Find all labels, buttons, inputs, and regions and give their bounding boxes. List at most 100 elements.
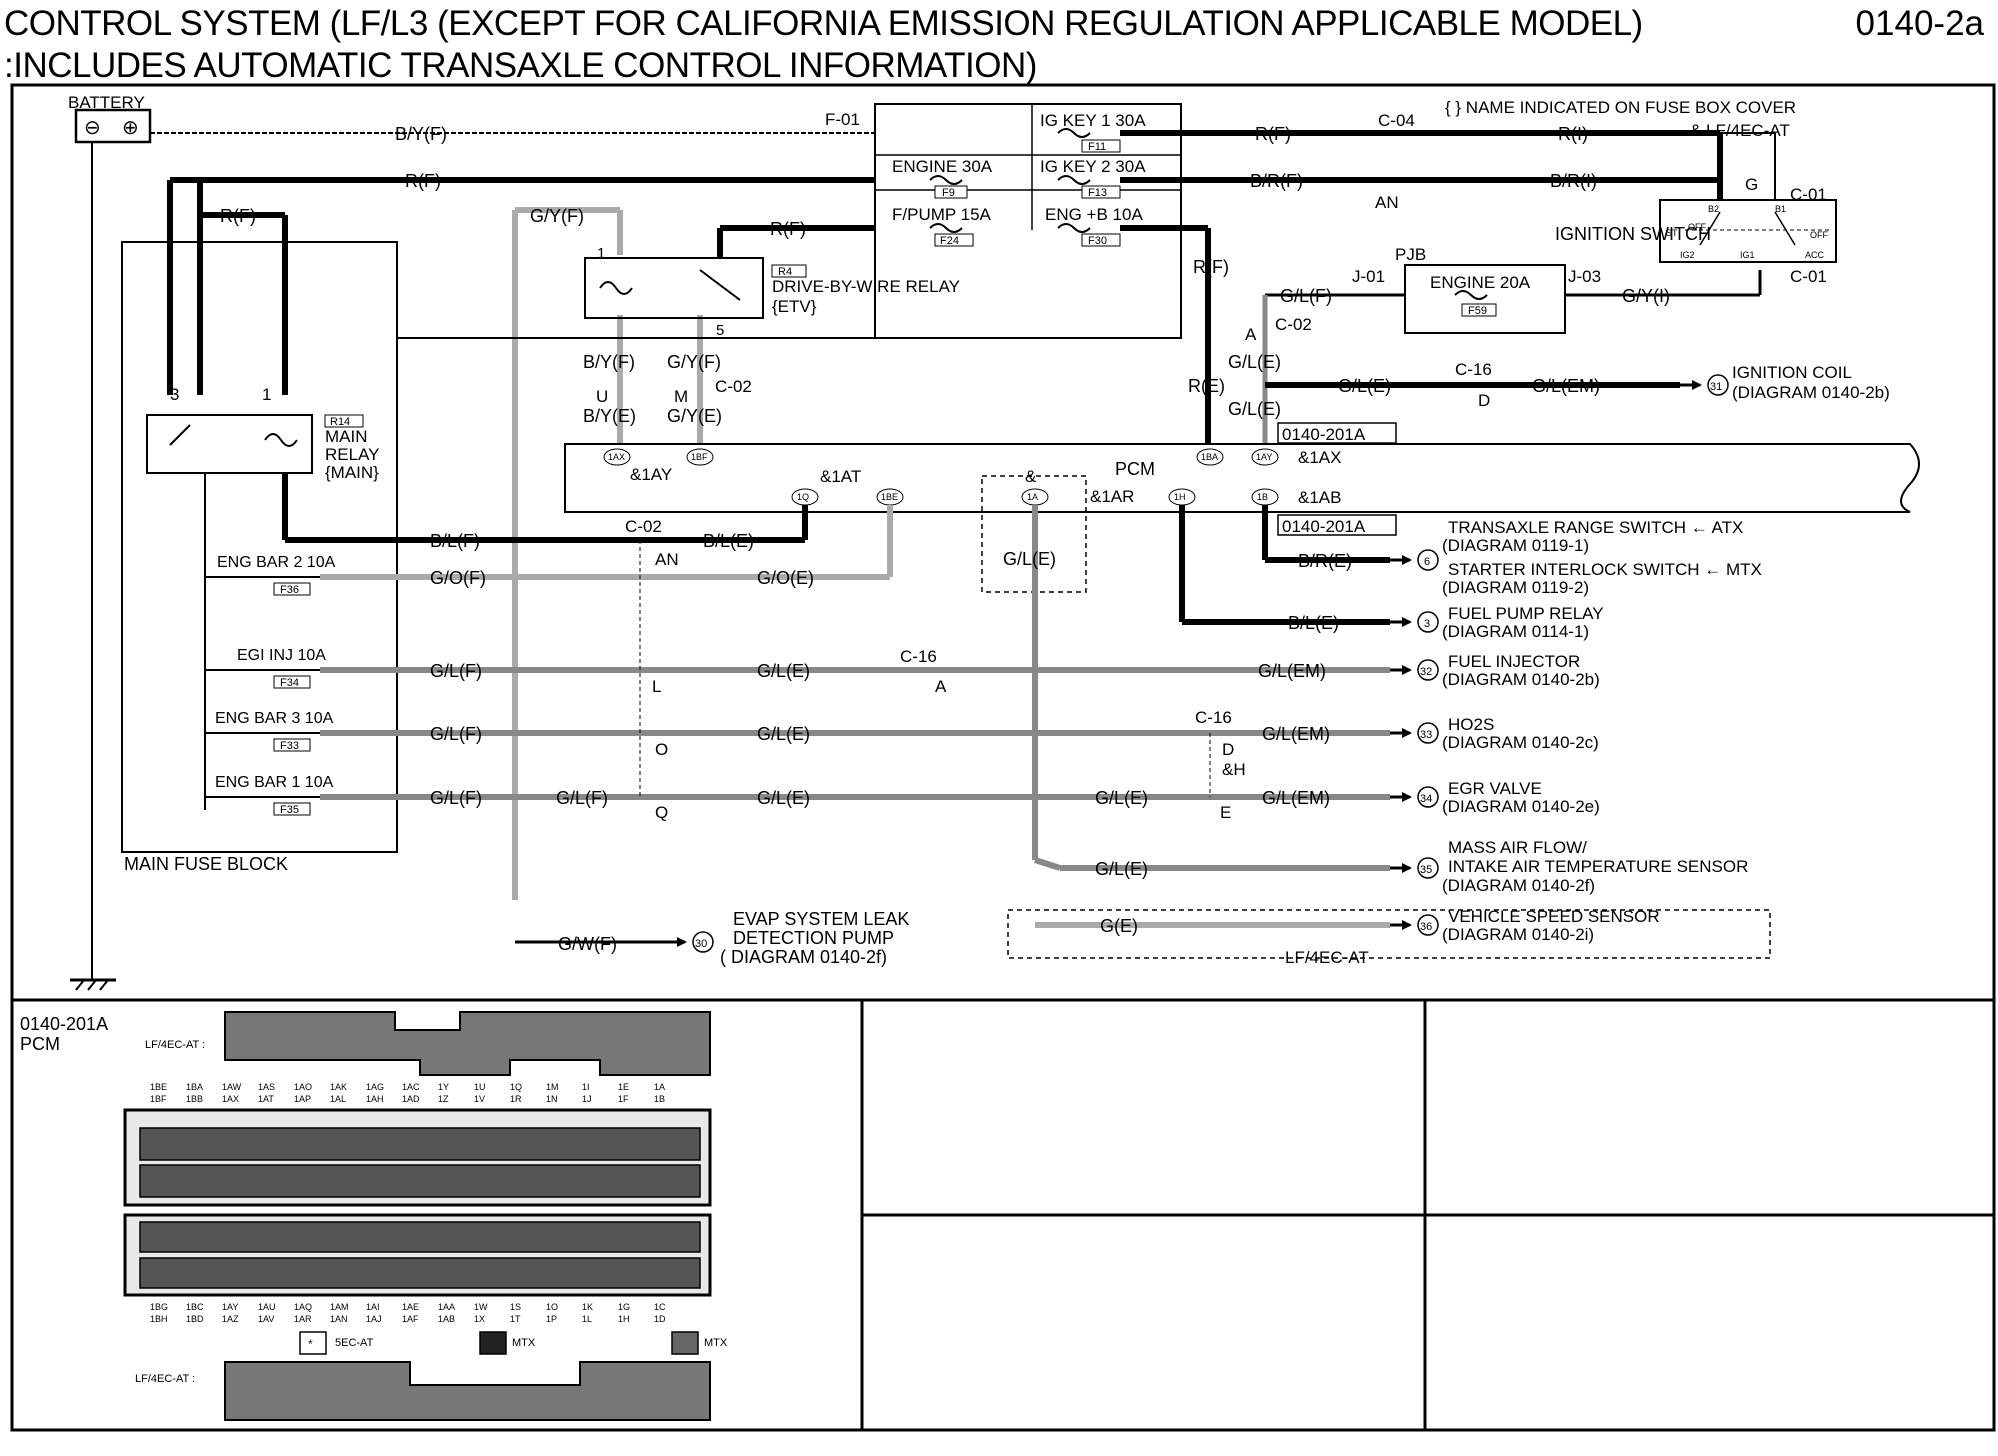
svg-text:F24: F24: [940, 235, 959, 247]
svg-text:LF/4EC-AT :: LF/4EC-AT :: [145, 1039, 205, 1051]
svg-text:ENG +B 10A: ENG +B 10A: [1045, 205, 1143, 224]
svg-text:1AD: 1AD: [402, 1094, 420, 1104]
svg-text:BATTERY: BATTERY: [68, 93, 145, 112]
svg-text:G: G: [1745, 175, 1758, 194]
svg-text:1BA: 1BA: [186, 1082, 203, 1092]
svg-text:B1: B1: [1775, 204, 1786, 214]
svg-text:1AC: 1AC: [402, 1082, 420, 1092]
destination-egr-valve: 34 EGR VALVE (DIAGRAM 0140-2e): [1417, 779, 1600, 816]
svg-text:1AZ: 1AZ: [222, 1314, 239, 1324]
pcm-pin-markers: 1AX 1BF 1Q 1BE 1A 1H 1B 1BA 1AY: [603, 448, 1279, 506]
svg-text:IG2: IG2: [1680, 250, 1695, 260]
svg-text:1H: 1H: [1174, 492, 1186, 502]
svg-text:G/L(F): G/L(F): [430, 788, 482, 808]
svg-text:R(F): R(F): [220, 206, 256, 226]
svg-text:G/L(E): G/L(E): [1338, 376, 1391, 396]
svg-text:F33: F33: [280, 740, 299, 752]
svg-text:B/R(I): B/R(I): [1550, 171, 1597, 191]
svg-text:G/L(E): G/L(E): [757, 788, 810, 808]
svg-text:1BA: 1BA: [1201, 452, 1218, 462]
svg-text:MAIN FUSE BLOCK: MAIN FUSE BLOCK: [124, 854, 288, 874]
svg-text:G/Y(I): G/Y(I): [1622, 286, 1670, 306]
svg-text:F36: F36: [280, 584, 299, 596]
svg-text:*: *: [308, 1337, 313, 1351]
svg-text:G/L(E): G/L(E): [1003, 549, 1056, 569]
svg-text:1AF: 1AF: [402, 1314, 419, 1324]
svg-text:VEHICLE SPEED SENSOR: VEHICLE SPEED SENSOR: [1448, 907, 1660, 926]
destination-arrows: [650, 380, 1702, 947]
ignition-switch: IGNITION SWITCH ST IG2 IG1 ACC OFF OFF B…: [1555, 199, 1837, 263]
svg-text:MTX: MTX: [704, 1337, 728, 1349]
svg-text:1A: 1A: [654, 1082, 665, 1092]
svg-text:G/O(F): G/O(F): [430, 568, 486, 588]
svg-text:(DIAGRAM 0119-1): (DIAGRAM 0119-1): [1442, 536, 1589, 555]
svg-text:0140-201A: 0140-201A: [20, 1014, 108, 1034]
svg-text:A: A: [935, 677, 947, 696]
svg-text:F9: F9: [942, 187, 955, 199]
svg-text:G/Y(E): G/Y(E): [667, 406, 722, 426]
svg-text:1Q: 1Q: [797, 492, 809, 502]
connector-pin-labels: 1BE 1BA 1AW 1AS 1AO 1AK 1AG 1AC 1Y 1U 1Q…: [150, 1082, 666, 1324]
svg-text:(DIAGRAM 0140-2b): (DIAGRAM 0140-2b): [1732, 383, 1890, 402]
svg-text:1BG: 1BG: [150, 1302, 168, 1312]
lower-wire-labels: B/L(F) B/L(E) G/O(F) G/O(E) G/L(E) B/R(E…: [430, 531, 1369, 967]
svg-text:1AM: 1AM: [330, 1302, 349, 1312]
svg-text:1S: 1S: [510, 1302, 521, 1312]
svg-text:IG1: IG1: [1740, 250, 1755, 260]
svg-text:G/L(F): G/L(F): [430, 724, 482, 744]
fuse-name-note: { } NAME INDICATED ON FUSE BOX COVER: [1445, 98, 1796, 117]
svg-text:1V: 1V: [474, 1094, 485, 1104]
svg-text:J-01: J-01: [1352, 267, 1385, 286]
svg-text:G/L(EM): G/L(EM): [1262, 724, 1330, 744]
destination-fuel-injector: 32 FUEL INJECTOR (DIAGRAM 0140-2b): [1417, 652, 1600, 689]
svg-text:PJB: PJB: [1395, 245, 1426, 264]
fuse-name-note-2: & LF/4EC-AT: [1690, 121, 1790, 140]
svg-text:OFF: OFF: [1688, 222, 1706, 232]
svg-text:1W: 1W: [474, 1302, 488, 1312]
svg-text:1AQ: 1AQ: [294, 1302, 312, 1312]
svg-text:0140-201A: 0140-201A: [1282, 517, 1366, 536]
svg-text:G/W(F): G/W(F): [558, 934, 617, 954]
svg-text:G/L(EM): G/L(EM): [1258, 661, 1326, 681]
svg-text:34: 34: [1420, 793, 1432, 805]
svg-text:G/L(F): G/L(F): [556, 788, 608, 808]
svg-text:IG KEY 2 30A: IG KEY 2 30A: [1040, 157, 1146, 176]
svg-text:1AU: 1AU: [258, 1302, 276, 1312]
svg-text:1AI: 1AI: [366, 1302, 380, 1312]
svg-text:1AR: 1AR: [294, 1314, 312, 1324]
battery: BATTERY ⊖ ⊕: [68, 93, 152, 991]
svg-text:R(F): R(F): [1193, 257, 1229, 277]
svg-text:C-02: C-02: [715, 377, 752, 396]
svg-text:ENG BAR 3 10A: ENG BAR 3 10A: [215, 710, 334, 727]
svg-text:G/L(EM): G/L(EM): [1262, 788, 1330, 808]
top-wire-labels: B/Y(F) R(F) R(I) R(F) B/R(F) B/R(I) R(F)…: [220, 124, 1670, 426]
svg-text:1AK: 1AK: [330, 1082, 347, 1092]
svg-text:1BE: 1BE: [881, 492, 898, 502]
svg-text:1Y: 1Y: [438, 1082, 449, 1092]
svg-text:MASS AIR FLOW/: MASS AIR FLOW/: [1448, 838, 1587, 857]
svg-text:1Z: 1Z: [438, 1094, 449, 1104]
svg-text:1M: 1M: [546, 1082, 559, 1092]
svg-text:( DIAGRAM 0140-2f): ( DIAGRAM 0140-2f): [720, 947, 887, 967]
destination-ho2s: 33 HO2S (DIAGRAM 0140-2c): [1417, 715, 1599, 752]
svg-text:1AH: 1AH: [366, 1094, 384, 1104]
svg-text:STARTER INTERLOCK SWITCH ← MTX: STARTER INTERLOCK SWITCH ← MTX: [1448, 560, 1762, 579]
svg-text:1R: 1R: [510, 1094, 522, 1104]
svg-text:1K: 1K: [582, 1302, 593, 1312]
svg-text:1AS: 1AS: [258, 1082, 275, 1092]
svg-text:MAIN: MAIN: [325, 427, 368, 446]
svg-text:AN: AN: [655, 550, 679, 569]
svg-text:&1AT: &1AT: [820, 467, 861, 486]
svg-text:F11: F11: [1088, 141, 1106, 153]
svg-text:1H: 1H: [618, 1314, 630, 1324]
destination-range-switch: 6 TRANSAXLE RANGE SWITCH ← ATX (DIAGRAM …: [1417, 518, 1762, 597]
svg-text:F35: F35: [280, 804, 299, 816]
svg-text:B/L(E): B/L(E): [1288, 613, 1339, 633]
svg-text:PCM: PCM: [1115, 459, 1155, 479]
svg-text:1BB: 1BB: [186, 1094, 203, 1104]
svg-text:G/L(E): G/L(E): [757, 724, 810, 744]
svg-text:PCM: PCM: [20, 1034, 60, 1054]
svg-text:IG KEY 1 30A: IG KEY 1 30A: [1040, 111, 1146, 130]
svg-text:(DIAGRAM 0140-2f): (DIAGRAM 0140-2f): [1442, 876, 1595, 895]
